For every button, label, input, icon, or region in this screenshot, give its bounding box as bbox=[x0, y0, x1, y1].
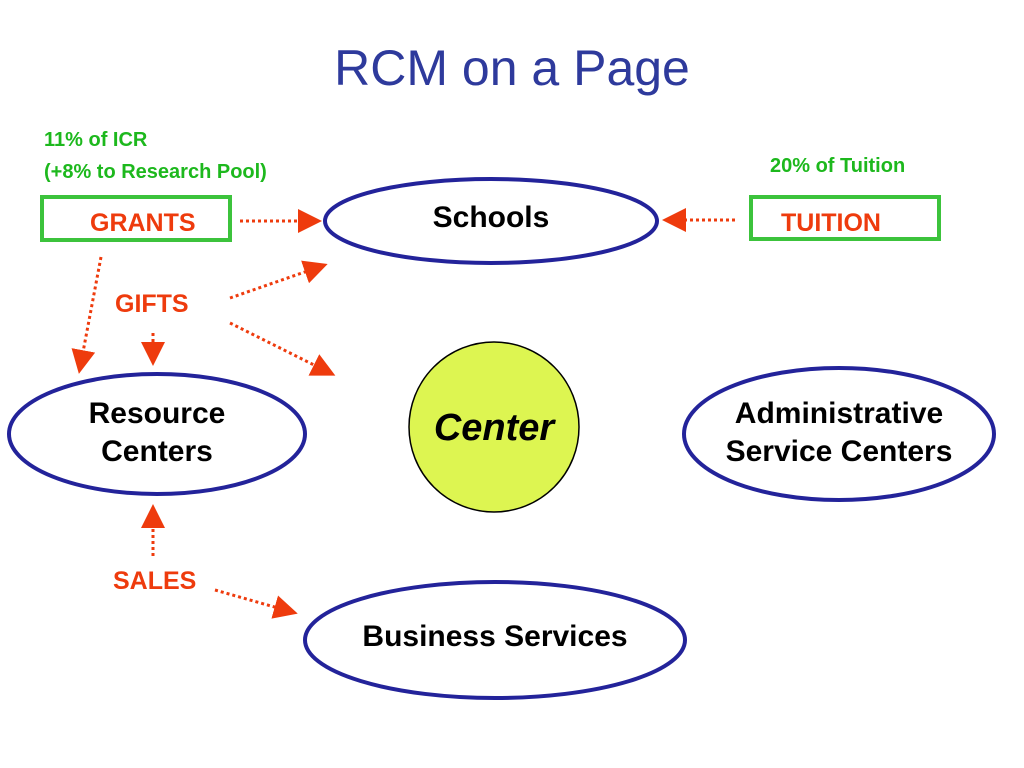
admin-service-centers-line2: Service Centers bbox=[725, 435, 953, 468]
resource-centers-ellipse bbox=[7, 372, 307, 496]
grants-label: GRANTS bbox=[90, 209, 196, 237]
schools-ellipse bbox=[323, 177, 659, 265]
page-title: RCM on a Page bbox=[334, 40, 690, 96]
arrow-gifts-to-schools bbox=[229, 260, 328, 300]
grants-note-line2: (+8% to Research Pool) bbox=[44, 161, 267, 183]
admin-service-centers-line1: Administrative bbox=[734, 397, 944, 430]
gifts-label: GIFTS bbox=[115, 290, 189, 318]
schools-label: Schools bbox=[432, 201, 550, 234]
center-circle bbox=[408, 341, 580, 513]
tuition-note: 20% of Tuition bbox=[770, 155, 906, 177]
center-label: Center bbox=[433, 407, 555, 449]
resource-centers-label: Resource Centers bbox=[12, 395, 302, 471]
grants-note: 11% of ICR (+8% to Research Pool) bbox=[44, 124, 267, 188]
sales-label: SALES bbox=[113, 567, 197, 595]
grants-note-line1: 11% of ICR bbox=[44, 129, 148, 151]
grants-box bbox=[40, 195, 232, 242]
resource-centers-line1: Resource bbox=[88, 397, 226, 430]
business-services-label: Business Services bbox=[362, 620, 628, 653]
tuition-box bbox=[749, 195, 941, 241]
business-services-ellipse bbox=[303, 580, 687, 700]
resource-centers-line2: Centers bbox=[101, 435, 213, 468]
arrow-grants-to-resource-centers bbox=[71, 256, 103, 374]
admin-service-centers-ellipse bbox=[682, 366, 996, 502]
arrow-sales-to-business-services bbox=[214, 588, 298, 619]
arrow-gifts-to-center bbox=[229, 321, 336, 376]
admin-service-centers-label: Administrative Service Centers bbox=[688, 395, 990, 471]
tuition-label: TUITION bbox=[781, 209, 881, 237]
